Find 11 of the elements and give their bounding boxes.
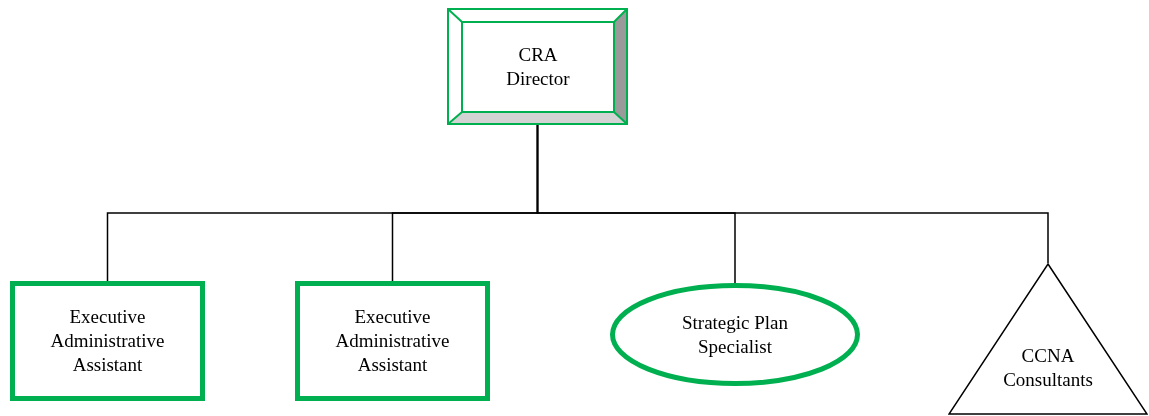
triangle-node — [948, 263, 1148, 415]
director-box — [447, 8, 628, 125]
node-text: CRA Director — [505, 43, 571, 91]
node-text: CCNA Consultants — [1002, 344, 1094, 392]
process-box — [10, 281, 205, 401]
node-text: Executive Administrative Assistant — [49, 305, 166, 377]
node-text: Strategic Plan Specialist — [680, 310, 790, 359]
connector-line — [536, 124, 1049, 264]
ellipse-node — [610, 283, 860, 386]
process-box — [295, 281, 490, 401]
node-text: Executive Administrative Assistant — [334, 305, 451, 377]
